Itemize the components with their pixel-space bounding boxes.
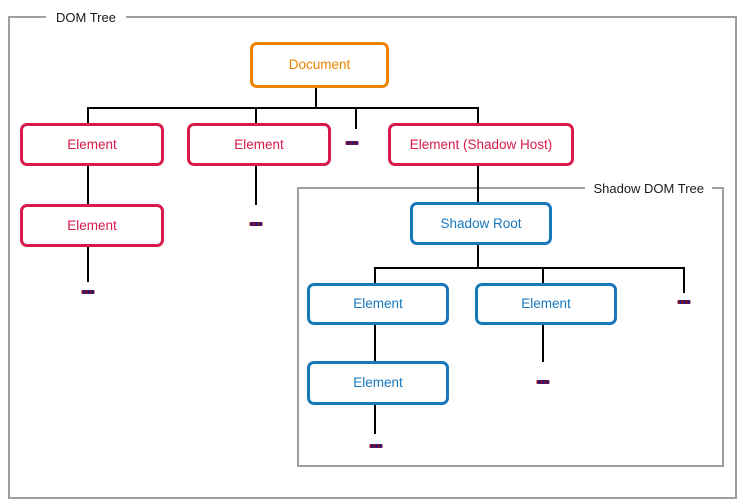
- connector-to-shadow-element-a: [374, 268, 376, 283]
- connector-to-ellipsis-row1: [355, 108, 357, 129]
- connector-shadow-element-a-child: [374, 318, 376, 361]
- connector-to-shadow-ellipsis: [683, 268, 685, 293]
- node-shadow-root: Shadow Root: [410, 202, 552, 245]
- node-shadow-element-a-child: Element: [307, 361, 449, 405]
- connector-shadow-root-down: [477, 238, 479, 268]
- node-shadow-element-a: Element: [307, 283, 449, 325]
- connector-shadow-element-a-child-ellipsis: [374, 398, 376, 434]
- connector-host-shadow-root: [477, 159, 479, 203]
- ellipsis-shadow-row: ...: [677, 300, 691, 304]
- connector-element-b-ellipsis: [255, 159, 257, 205]
- node-element-b: Element: [187, 123, 331, 166]
- shadow-dom-tree-legend: Shadow DOM Tree: [585, 180, 712, 197]
- connector-to-shadow-element-b: [542, 268, 544, 283]
- connector-to-element-b: [255, 108, 257, 123]
- ellipsis-under-shadow-element-b: ...: [536, 380, 550, 384]
- node-element-a-child: Element: [20, 204, 164, 247]
- connector-document-down: [315, 81, 317, 108]
- ellipsis-under-shadow-element-a-child: ...: [369, 444, 383, 448]
- ellipsis-row1: ...: [345, 141, 359, 145]
- dom-tree-groupbox: DOM Tree: [8, 9, 737, 499]
- shadow-dom-tree-groupbox: Shadow DOM Tree: [297, 180, 724, 467]
- connector-to-element-a: [87, 108, 89, 123]
- node-shadow-host: Element (Shadow Host): [388, 123, 574, 166]
- ellipsis-under-element-a-child: ...: [81, 290, 95, 294]
- connector-element-a-child-ellipsis: [87, 240, 89, 282]
- connector-to-shadow-host: [477, 108, 479, 123]
- connector-document-children-bar: [87, 107, 479, 109]
- node-element-a: Element: [20, 123, 164, 166]
- connector-shadow-element-b-ellipsis: [542, 318, 544, 362]
- node-shadow-element-b: Element: [475, 283, 617, 325]
- ellipsis-under-element-b: ...: [249, 222, 263, 226]
- connector-element-a-child: [87, 159, 89, 204]
- connector-shadow-children-bar: [374, 267, 685, 269]
- dom-tree-legend: DOM Tree: [46, 9, 126, 26]
- node-document: Document: [250, 42, 389, 88]
